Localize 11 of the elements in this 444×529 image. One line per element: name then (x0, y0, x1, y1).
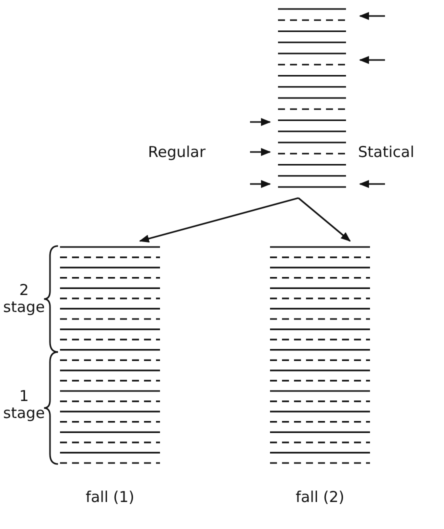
label: 2 stage (2, 282, 46, 316)
arrow (139, 197, 299, 242)
layered-stack-drawing (60, 246, 160, 464)
node-label: fall (1) (84, 488, 136, 506)
layered-stack-drawing (270, 246, 370, 464)
layered-stack-drawing (278, 8, 346, 188)
arrow (298, 197, 351, 242)
label: Regular (148, 144, 207, 161)
node-label: fall (2) (294, 488, 346, 506)
label: 1 stage (2, 388, 46, 422)
label: Statical (358, 144, 416, 161)
